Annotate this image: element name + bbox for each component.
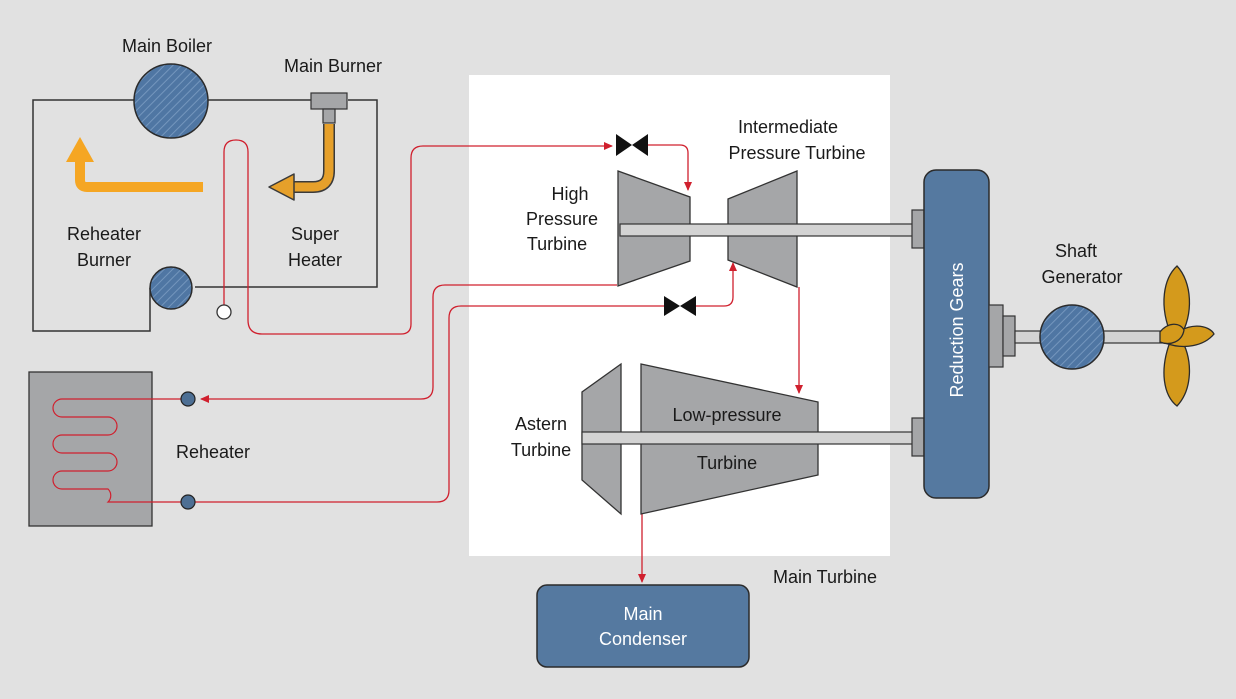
main-condenser [536,584,750,668]
astern-turbine-label-2: Turbine [511,440,571,460]
main-condenser-label-1: Main [623,604,662,624]
superheater-steam-line [223,139,613,335]
lp-turbine-label-2: Turbine [697,453,757,473]
reheater-burner-label-2: Burner [77,250,131,270]
reduction-gears-label: Reduction Gears [947,262,967,397]
main-burner-label: Main Burner [284,56,382,76]
reheater-flame-icon [66,137,203,192]
main-turbine-label: Main Turbine [773,567,877,587]
gear-output-coupling-inner [1002,315,1016,357]
reheater-to-ip-line [194,305,664,503]
main-boiler-label: Main Boiler [122,36,212,56]
lp-turbine-label-1: Low-pressure [672,405,781,425]
reheater-box [28,371,153,527]
ip-turbine-label-1: Intermediate [738,117,838,137]
main-condenser-label-2: Condenser [599,629,687,649]
propeller-icon [1159,265,1215,407]
reheater-burner [149,266,193,310]
super-heater-flame-icon [268,124,335,201]
gear-output-coupling-outer [988,304,1004,368]
boiler-housing [32,99,378,332]
valve-hp-icon [616,134,648,156]
valve-ip-icon [664,296,696,316]
lower-coupling [911,417,925,457]
reheater-coil [52,398,186,503]
main-burner [310,92,348,124]
reheater-burner-label-1: Reheater [67,224,141,244]
hp-to-reheater-line [200,284,617,403]
lower-shaft [581,431,914,445]
upper-coupling [911,209,925,249]
hp-turbine-label-1: High [551,184,588,204]
super-heater-label-1: Super [291,224,339,244]
upper-shaft [619,223,914,237]
hp-inlet-line [648,144,692,191]
hp-turbine-label-2: Pressure [526,209,598,229]
reheater-inlet-node [180,391,196,407]
hp-turbine-label-3: Turbine [527,234,587,254]
shaft-generator-label-2: Generator [1041,267,1122,287]
astern-turbine-label-1: Astern [515,414,567,434]
super-heater-label-2: Heater [288,250,342,270]
reheater-label: Reheater [176,442,250,462]
ip-turbine-label-2: Pressure Turbine [728,143,865,163]
ip-inlet-line [696,262,737,307]
shaft-generator [1039,304,1105,370]
superheater-outlet [216,304,232,320]
main-boiler [133,63,209,139]
shaft-generator-label-1: Shaft [1055,241,1097,261]
reheater-outlet-node [180,494,196,510]
